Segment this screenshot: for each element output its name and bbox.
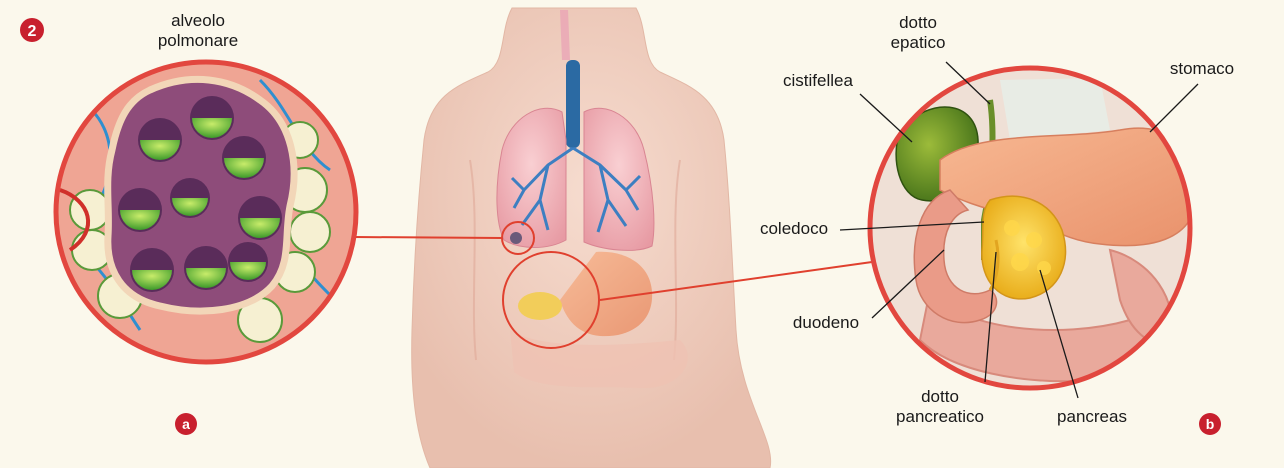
figure-number: 2 — [28, 23, 37, 40]
figure-number-badge: 2 — [20, 18, 44, 42]
label-cistifellea: cistifellea — [783, 71, 853, 90]
pancreas-small — [518, 292, 562, 320]
label-alveolo-line1: alveolo — [171, 11, 225, 30]
label-pancreas: pancreas — [1057, 407, 1127, 426]
alveolus-lens — [40, 50, 380, 380]
panel-a-letter: a — [182, 416, 190, 432]
label-dotto-pancreatico-line2: pancreatico — [896, 407, 984, 426]
panel-a-badge: a — [175, 413, 197, 435]
label-dotto-epatico: dotto epatico — [891, 13, 946, 52]
digestive-lens — [860, 60, 1200, 400]
label-dotto-pancreatico-line1: dotto — [921, 387, 959, 406]
connector-line-a — [354, 237, 502, 238]
panel-b-badge: b — [1199, 413, 1221, 435]
label-dotto-epatico-line2: epatico — [891, 33, 946, 52]
label-alveolo-polmonare: alveolo polmonare — [158, 11, 238, 50]
label-dotto-pancreatico: dotto pancreatico — [896, 387, 984, 426]
label-alveolo-line2: polmonare — [158, 31, 238, 50]
label-stomaco: stomaco — [1170, 59, 1234, 78]
label-dotto-epatico-line1: dotto — [899, 13, 937, 32]
label-coledoco: coledoco — [760, 219, 828, 238]
label-duodeno: duodeno — [793, 313, 859, 332]
trachea — [566, 60, 580, 148]
panel-b-letter: b — [1206, 416, 1215, 432]
